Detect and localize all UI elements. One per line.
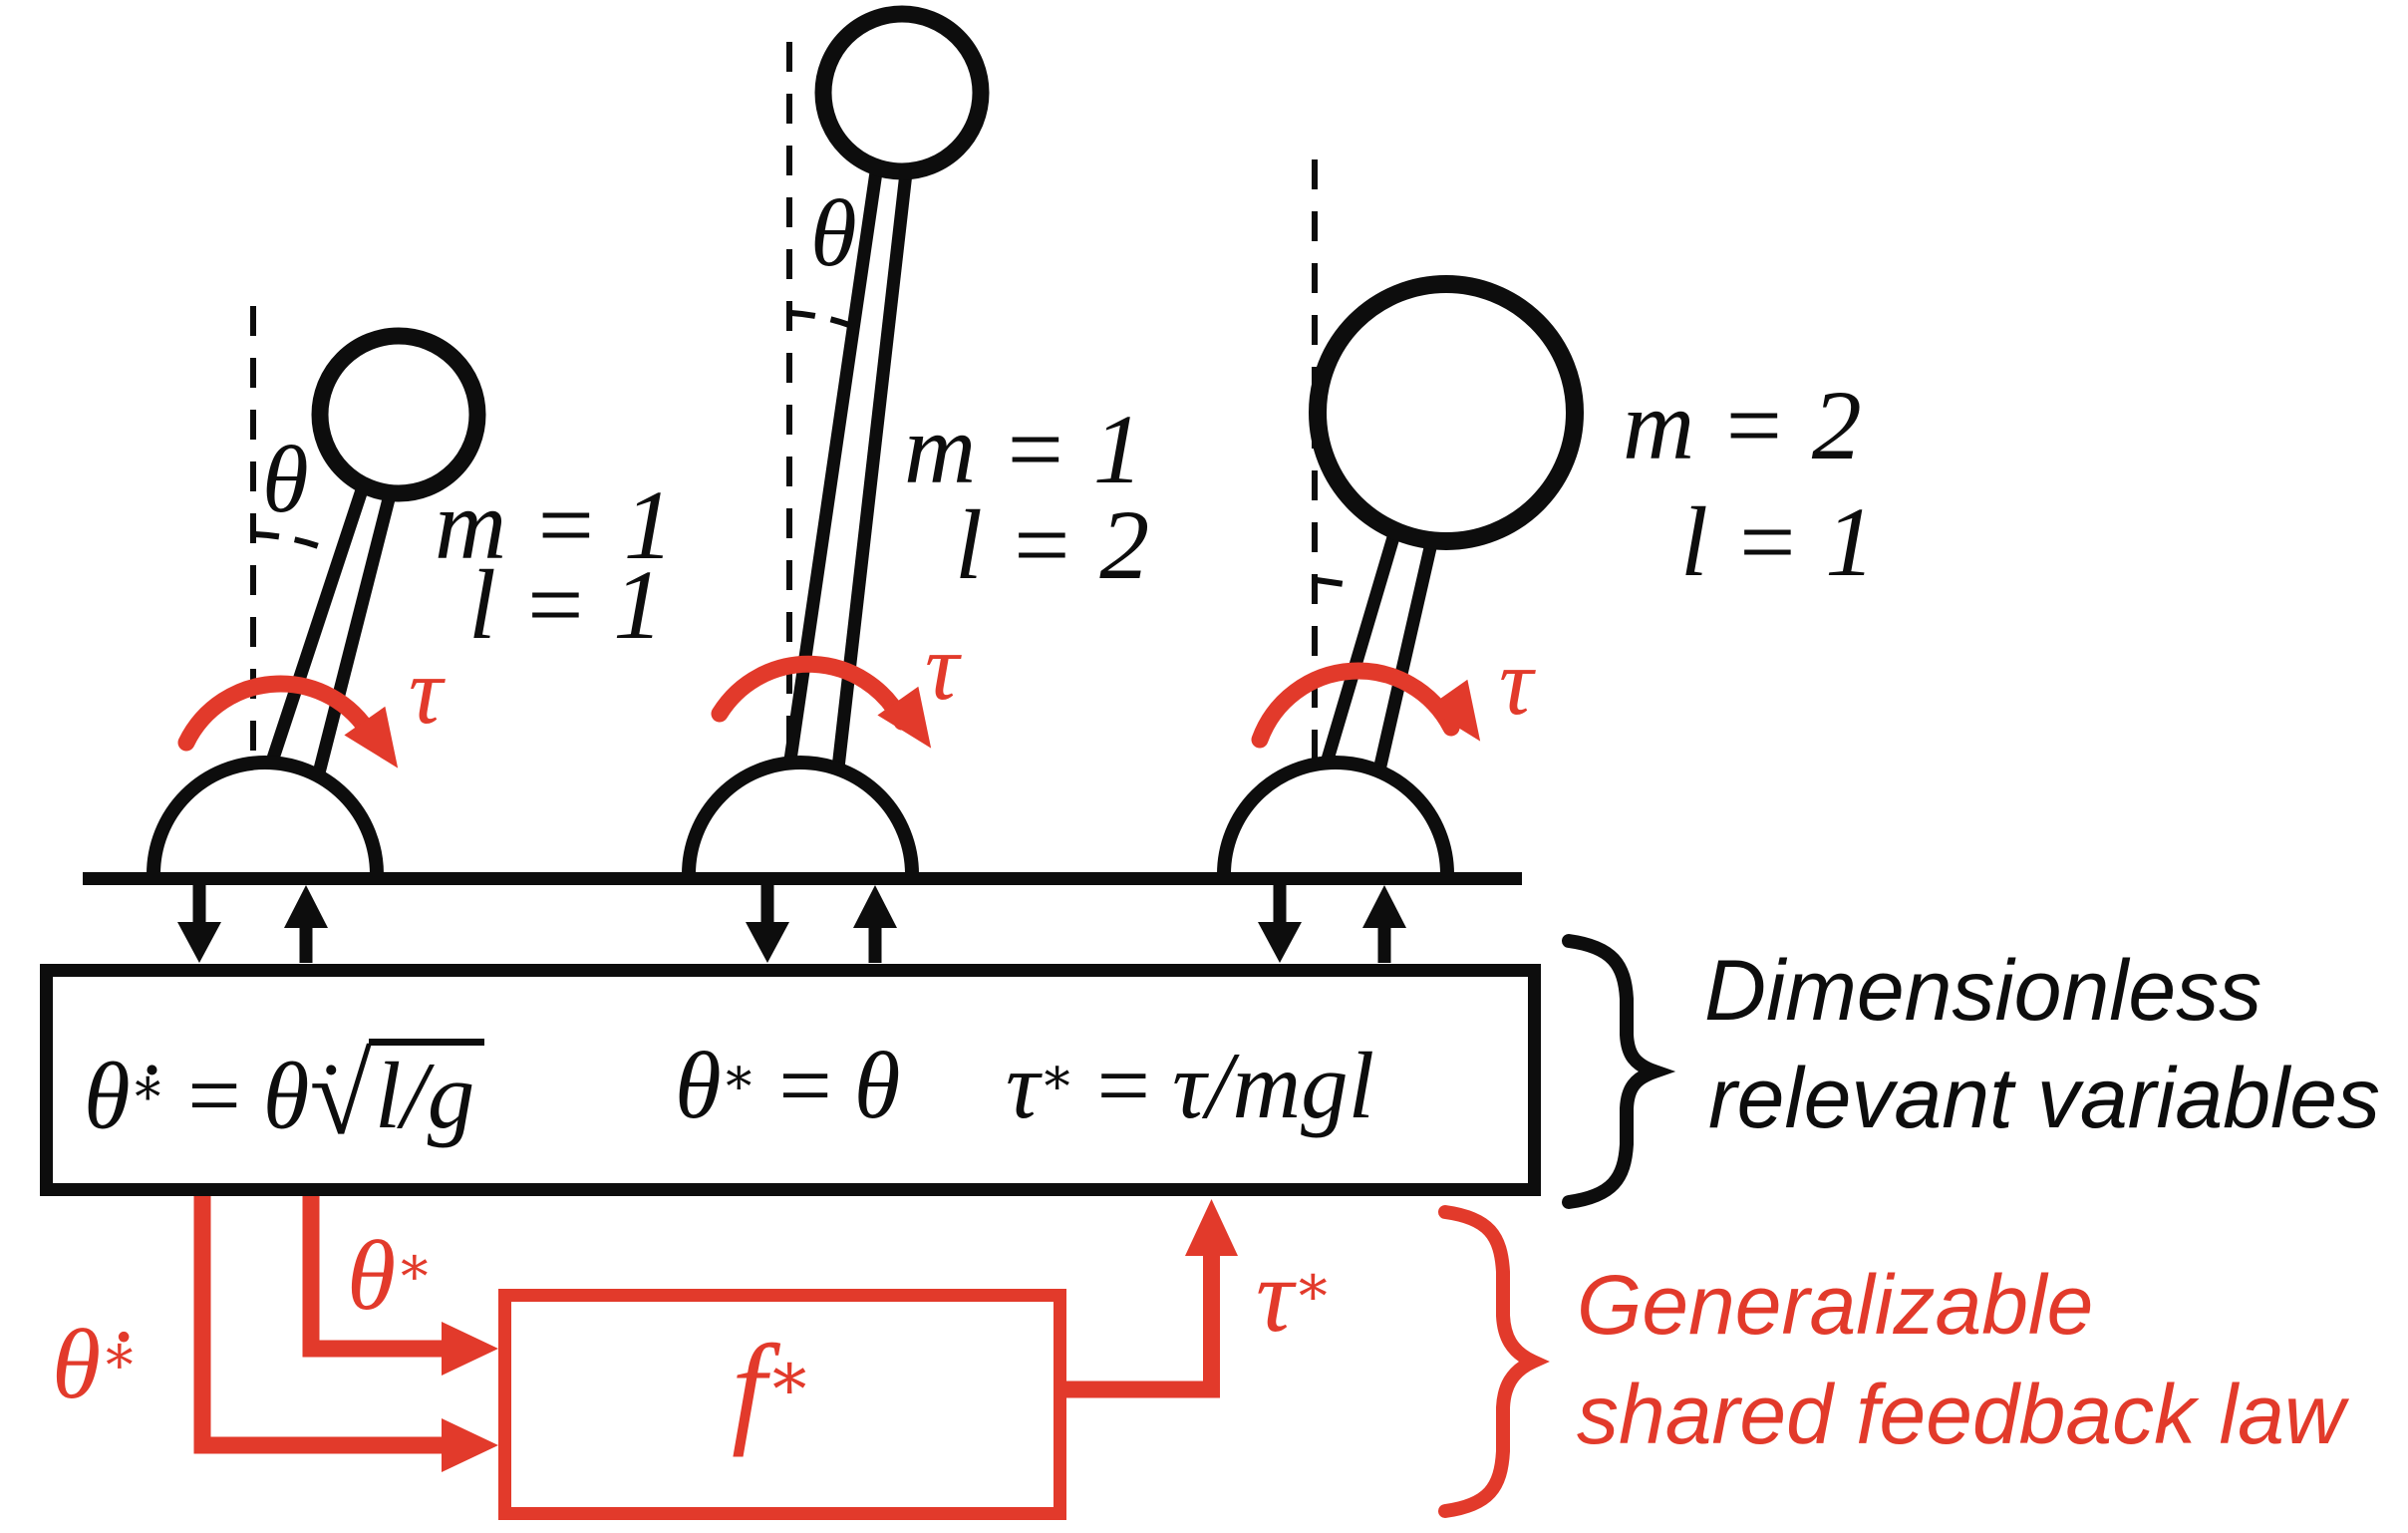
tau-output-line <box>1066 1199 1238 1398</box>
pendulum-2-length-label: l = 2 <box>955 489 1150 600</box>
eq2-rel: = <box>778 1033 832 1138</box>
generalizable-caption-line1: Generalizable <box>1577 1258 2094 1352</box>
theta-star-label: θ∗ <box>347 1226 434 1326</box>
torque-arc-2 <box>711 655 932 749</box>
tau-sup: ∗ <box>1293 1255 1333 1319</box>
eq1-radicand: l/g <box>369 1039 485 1143</box>
black-brace <box>1562 934 1676 1209</box>
feedback-function-label: f∗ <box>732 1328 812 1452</box>
eq1-lhs: θ̇ <box>84 1043 131 1149</box>
dimensionless-caption-line2: relevant variables <box>1708 1051 2381 1146</box>
dimensionless-caption-line1: Dimensionless <box>1704 943 2262 1039</box>
equation-box <box>40 964 1541 1196</box>
pendulum-1-mass-label: m = 1 <box>435 469 674 580</box>
theta-dot-star-label: θ̇∗ <box>52 1315 139 1414</box>
theta-dot-sup: ∗ <box>101 1324 139 1385</box>
eq1-lhs-sup: ∗ <box>130 1058 166 1116</box>
equation-theta-dot-star: θ̇∗=θ̇√l/g <box>84 1039 485 1152</box>
eq3-lhs: τ <box>1006 1033 1041 1138</box>
torque-arc-3 <box>1251 662 1481 749</box>
eq2-lhs: θ <box>675 1033 722 1138</box>
pendulum-3-torque-label: τ <box>1499 629 1534 735</box>
pendulum-2-ball <box>814 5 990 180</box>
red-brace <box>1438 1205 1550 1518</box>
pendulum-1-length-label: l = 1 <box>468 549 664 660</box>
eq3-rhs: τ/mgl <box>1172 1033 1375 1138</box>
pendulum-3-length-label: l = 1 <box>1680 486 1876 597</box>
eq3-lhs-sup: ∗ <box>1040 1048 1075 1106</box>
eq2-lhs-sup: ∗ <box>721 1048 757 1106</box>
pendulum-2-rod <box>767 172 912 876</box>
torque-arc-1 <box>177 675 399 768</box>
pendulum-1-angle-label: θ <box>262 427 309 532</box>
pendulum-3-ball <box>1309 275 1584 550</box>
pendulum-2-base <box>682 756 919 875</box>
theta-sup: ∗ <box>396 1235 434 1297</box>
f-sup: ∗ <box>765 1339 813 1415</box>
pendulum-1-base <box>147 756 384 875</box>
signal-arrows-pendulum-1 <box>177 885 328 963</box>
eq1-rhs: θ̇ <box>262 1043 310 1149</box>
eq2-rhs: θ <box>853 1033 901 1138</box>
tau-star-label: τ∗ <box>1256 1243 1333 1348</box>
pendulum-1-angle-arc <box>254 531 331 553</box>
eq1-radical-sign: √ <box>309 1032 372 1158</box>
theta-dot-base: θ̇ <box>52 1309 102 1419</box>
theta-base: θ <box>347 1220 397 1331</box>
f-base: f <box>732 1321 766 1458</box>
pendulum-1-ball <box>311 327 486 502</box>
pendulum-2-torque-label: τ <box>925 614 960 720</box>
tau-base: τ <box>1256 1237 1294 1354</box>
theta-input-line <box>302 1196 498 1376</box>
pendulum-2-angle-label: θ <box>810 180 857 286</box>
theta-dot-input-line <box>193 1196 498 1472</box>
eq3-rel: = <box>1096 1033 1151 1138</box>
eq1-rel: = <box>187 1043 241 1149</box>
pendulum-2-mass-label: m = 1 <box>904 394 1143 504</box>
equation-theta-star: θ∗=θ <box>675 1039 900 1133</box>
pendulum-3-base <box>1217 756 1454 875</box>
equation-tau-star: τ∗=τ/mgl <box>1006 1039 1374 1133</box>
feedback-box <box>498 1289 1066 1520</box>
pendulum-3-angle-arc <box>1316 577 1358 589</box>
signal-arrows-pendulum-2 <box>746 885 897 963</box>
pendulum-3-mass-label: m = 2 <box>1623 370 1862 480</box>
generalizable-caption-line2: shared feedback law <box>1577 1368 2345 1461</box>
signal-arrows-pendulum-3 <box>1258 885 1406 963</box>
pendulum-1-torque-label: τ <box>409 638 444 744</box>
pendulum-2-angle-arc <box>790 310 851 328</box>
